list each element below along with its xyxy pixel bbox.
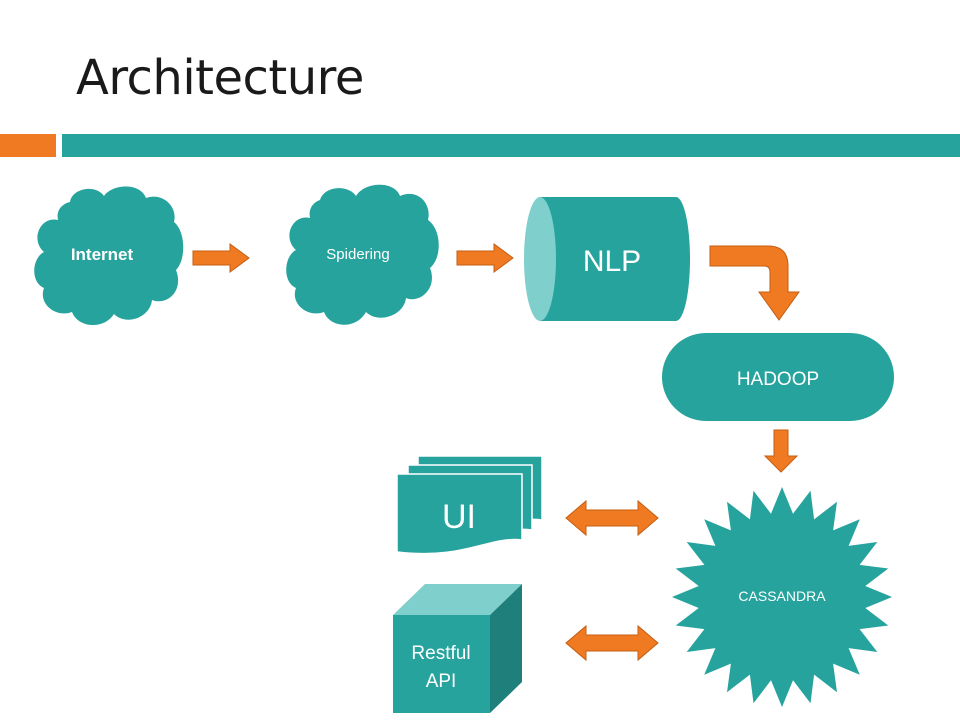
restful-cube-top — [393, 584, 522, 615]
ui-label: UI — [442, 498, 476, 536]
internet-cloud-node: Internet — [34, 186, 184, 326]
spidering-cloud-shape — [286, 184, 439, 325]
spidering-cloud-node: Spidering — [286, 184, 439, 325]
internet-cloud-shape — [34, 186, 184, 326]
hadoop-shape — [662, 333, 894, 421]
restful-cube-front — [393, 615, 490, 713]
nlp-cylinder-body — [540, 197, 690, 321]
hadoop-terminator-node: HADOOP — [662, 333, 894, 421]
slide-title: Architecture — [76, 50, 364, 106]
ui-doc-front — [396, 473, 523, 555]
arrow-ui-cassandra — [565, 499, 659, 537]
arrow-hadoop-to-cassandra — [763, 429, 799, 473]
hadoop-label: HADOOP — [737, 369, 819, 390]
arrow-spidering-to-nlp — [456, 243, 514, 273]
restful-label-line2: API — [426, 671, 457, 692]
arrow-nlp-to-hadoop — [709, 245, 800, 321]
restful-label-line1: Restful — [411, 643, 470, 664]
restful-api-cube-node: Restful API — [393, 584, 522, 713]
accent-bar-teal — [62, 134, 960, 157]
nlp-cylinder-face — [524, 197, 556, 321]
nlp-cylinder-node: NLP — [524, 197, 690, 321]
cassandra-label: CASSANDRA — [738, 588, 826, 604]
cassandra-shape — [672, 487, 892, 707]
nlp-label: NLP — [583, 245, 641, 278]
arrow-internet-to-spidering — [192, 243, 250, 273]
cassandra-starburst-node: CASSANDRA — [672, 487, 892, 707]
restful-cube-side — [490, 584, 522, 713]
ui-multidocument-node: UI — [396, 455, 543, 555]
arrow-restful-cassandra — [565, 624, 659, 662]
spidering-label: Spidering — [326, 246, 389, 263]
accent-bar-orange — [0, 134, 56, 157]
internet-label: Internet — [71, 245, 134, 264]
